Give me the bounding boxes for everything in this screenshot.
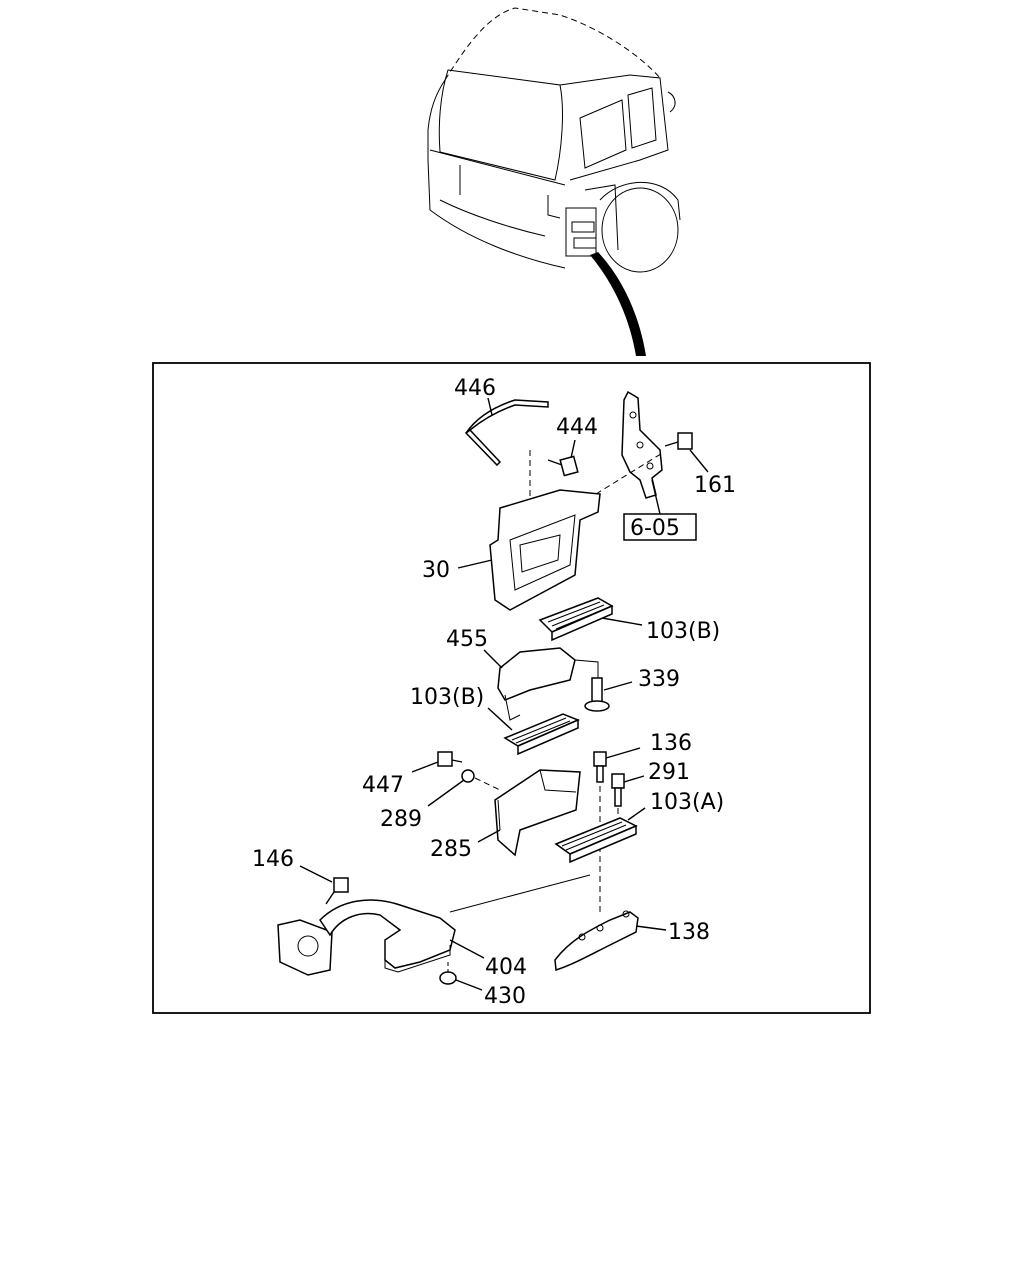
callout-444: 444 — [556, 415, 598, 440]
callout-136: 136 — [650, 731, 692, 756]
callout-446: 446 — [454, 376, 496, 401]
part-289-washer — [461, 769, 475, 783]
part-285-step-bracket — [494, 769, 581, 857]
callout-103b-lower: 103(B) — [410, 685, 484, 710]
callout-161: 161 — [694, 473, 736, 498]
part-404-mounting-bracket — [277, 899, 456, 976]
part-444-bolt — [547, 455, 579, 477]
callout-430: 430 — [484, 984, 526, 1009]
callout-339: 339 — [638, 667, 680, 692]
ref-box-6-05 — [623, 513, 697, 541]
part-455-bracket — [497, 647, 599, 721]
callout-30: 30 — [422, 558, 450, 583]
callout-404: 404 — [485, 955, 527, 980]
callout-146: 146 — [252, 847, 294, 872]
callout-138: 138 — [668, 920, 710, 945]
callout-291: 291 — [648, 760, 690, 785]
part-447-bolt — [437, 751, 463, 767]
callout-455: 455 — [446, 627, 488, 652]
part-136-bolt — [593, 751, 607, 783]
part-103b-tread-upper — [538, 597, 614, 642]
callout-6-05: 6-05 — [630, 516, 680, 541]
callout-103a: 103(A) — [650, 790, 724, 815]
part-103a-tread — [554, 817, 638, 864]
part-291-bolt — [611, 773, 625, 807]
part-446-rod — [464, 399, 549, 467]
truck-cab-illustration — [427, 7, 681, 356]
callout-285: 285 — [430, 837, 472, 862]
detail-frame — [152, 362, 871, 1014]
part-430-nut — [439, 962, 457, 985]
part-146-bolt — [325, 877, 349, 905]
part-339-pin — [584, 677, 610, 712]
callout-289: 289 — [380, 807, 422, 832]
part-30-step-housing — [489, 450, 601, 611]
bracket-6-05 — [621, 390, 663, 499]
part-103b-tread-lower — [503, 713, 580, 756]
callout-103b-upper: 103(B) — [646, 619, 720, 644]
part-161-bolt — [664, 432, 693, 450]
callout-447: 447 — [362, 773, 404, 798]
part-138-cover — [554, 910, 639, 971]
